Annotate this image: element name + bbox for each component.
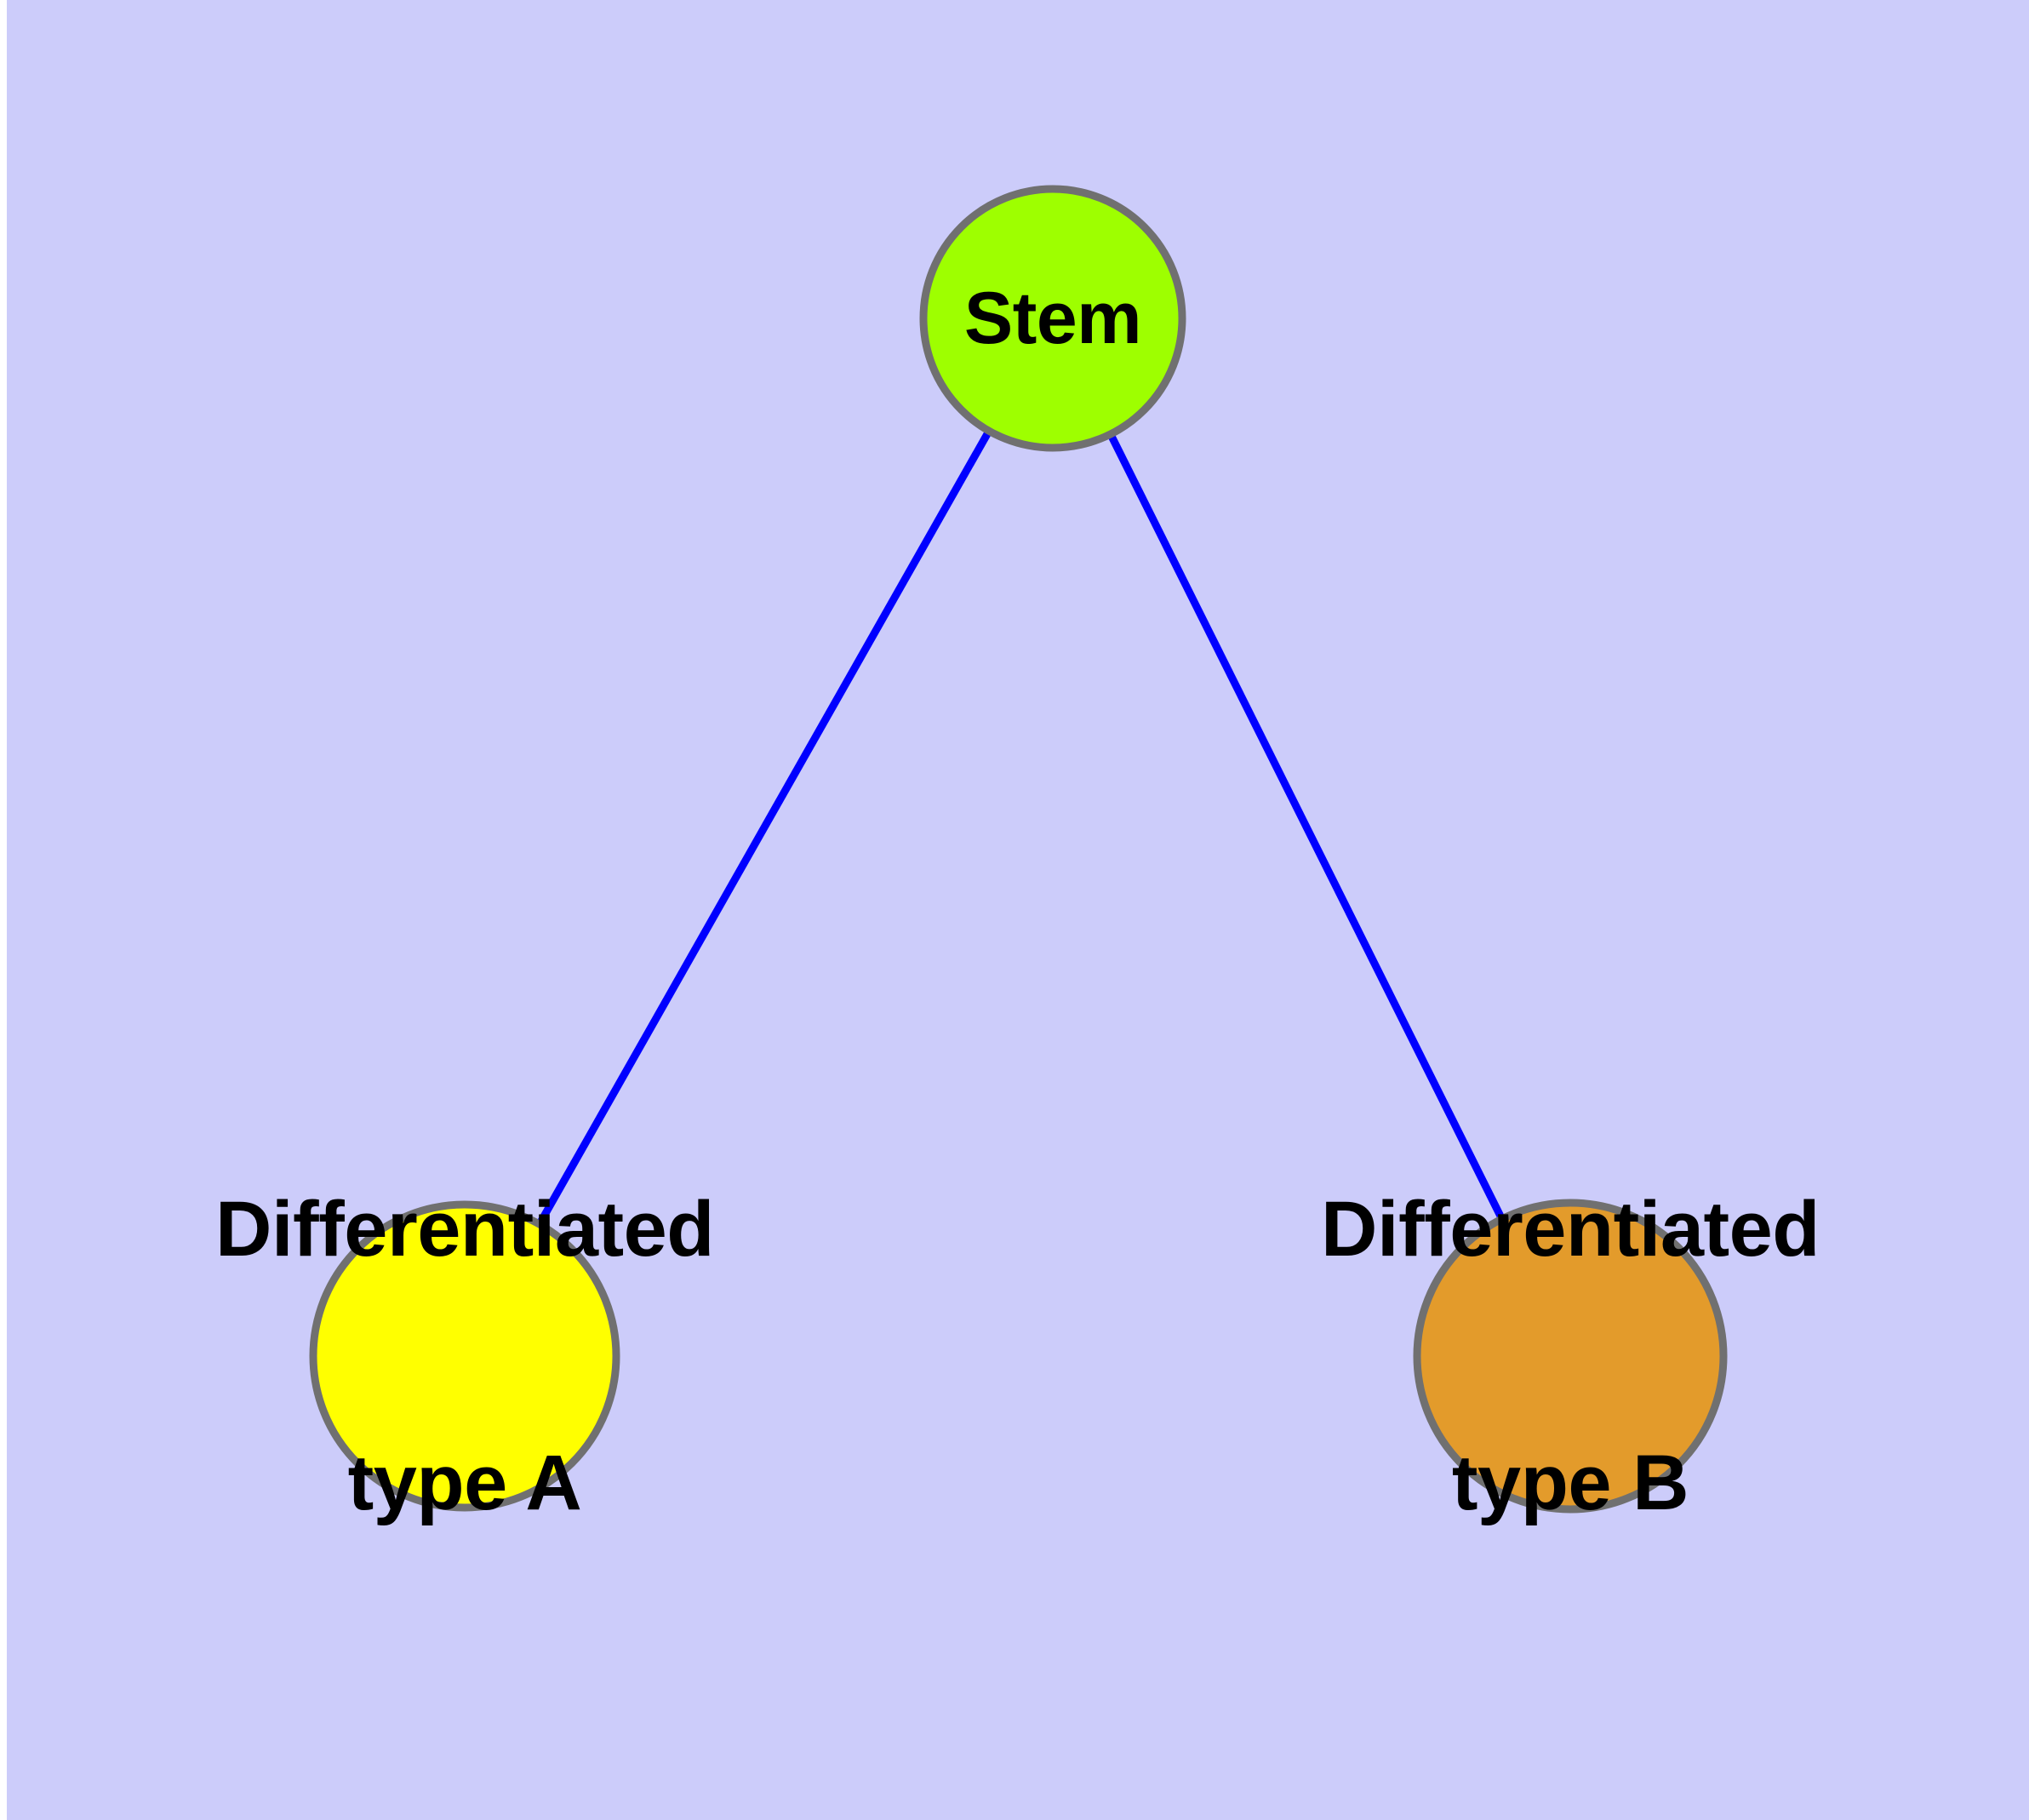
edge-stem-to-differentiated-type-b — [1049, 316, 1575, 1359]
node-differentiated-type-b[interactable] — [1413, 1199, 1728, 1514]
node-stem[interactable] — [919, 185, 1186, 452]
node-label-stem: Stem — [963, 278, 1142, 359]
node-label-line-2: type B — [1451, 1439, 1689, 1526]
node-label-line-1: Differentiated — [215, 1185, 714, 1273]
edge-stem-to-differentiated-type-a — [461, 316, 1056, 1359]
edge-layer — [461, 316, 1575, 1359]
node-differentiated-type-a[interactable] — [309, 1200, 620, 1512]
node-label-differentiated-type-a: Differentiated type A — [39, 1018, 890, 1695]
node-layer — [309, 185, 1728, 1514]
node-label-differentiated-type-b: Differentiated type B — [1145, 1018, 1996, 1695]
node-label-line-2: type A — [347, 1439, 582, 1526]
node-label-line-1: Differentiated — [1321, 1185, 1820, 1273]
